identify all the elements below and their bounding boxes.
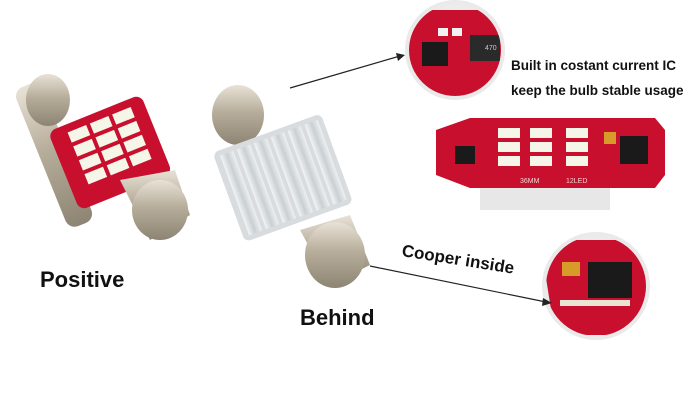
arrow-ic (289, 53, 405, 89)
zoom-ic-circle: 470 (405, 0, 505, 100)
pcb-print-12led: 12LED (566, 178, 587, 185)
pcb-board: 36MM 12LED (436, 118, 665, 210)
bulb-rear (212, 85, 370, 288)
bulb-front (15, 74, 190, 240)
label-ic-line2: keep the bulb stable usage (511, 83, 684, 98)
arrow-copper (369, 265, 552, 306)
zoom-copper-circle (542, 232, 650, 340)
pcb-print-36mm: 36MM (520, 178, 540, 185)
label-ic-line1: Built in costant current IC (511, 58, 677, 73)
chip-marking: 470 (485, 45, 497, 52)
label-positive: Positive (40, 267, 125, 292)
label-behind: Behind (300, 305, 375, 330)
